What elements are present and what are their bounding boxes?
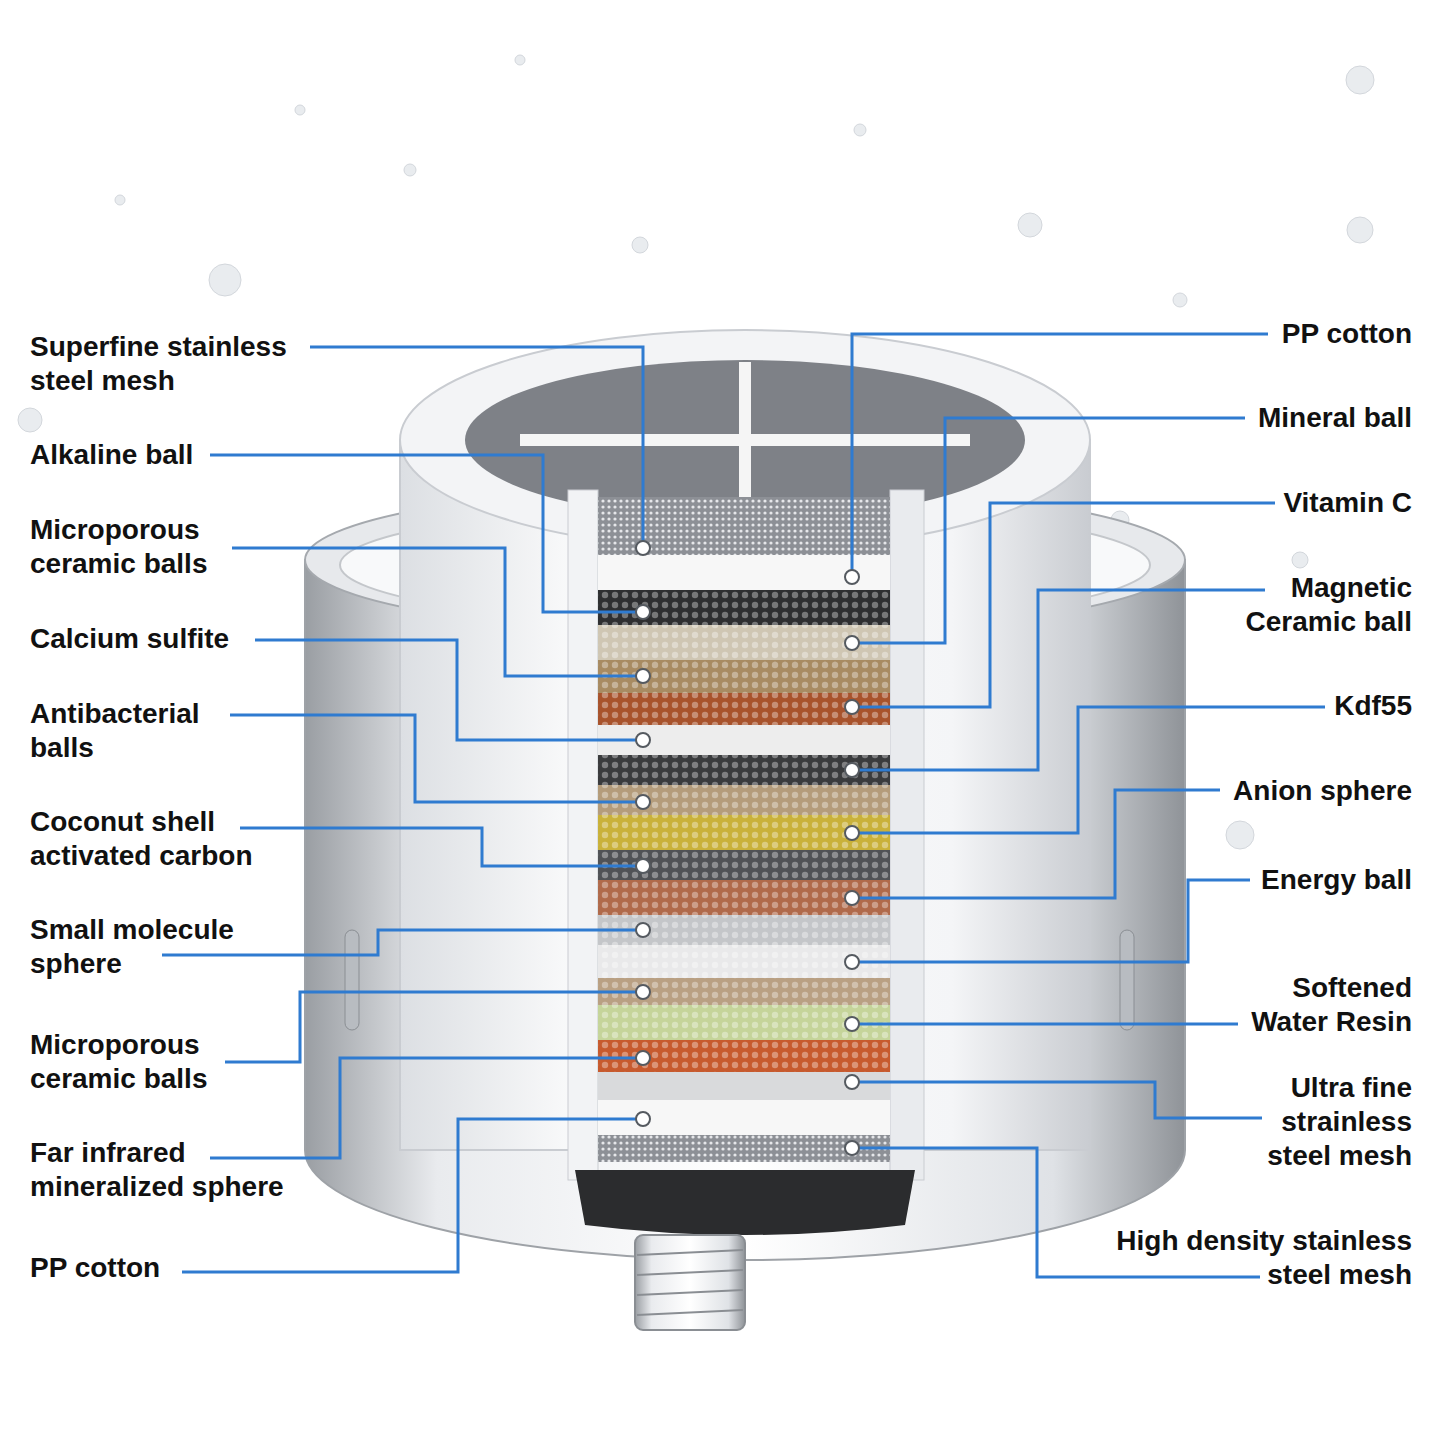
droplet <box>1173 293 1187 307</box>
thread <box>637 1290 743 1295</box>
leader-line <box>852 503 1275 707</box>
part-label: Ultra fine strainless steel mesh <box>1247 1071 1412 1173</box>
bead-texture <box>598 660 890 725</box>
leader-line <box>852 418 1245 643</box>
part-label: Vitamin C <box>1112 486 1412 520</box>
layer-dense-mesh <box>598 1135 890 1162</box>
cutaway-wall <box>890 490 924 1180</box>
leader-dot <box>636 795 650 809</box>
leader-line <box>240 828 643 866</box>
leader-line <box>210 455 643 612</box>
leader-dots <box>636 541 859 1155</box>
leader-line <box>852 1082 1262 1118</box>
leader-line <box>852 790 1220 898</box>
leader-dot <box>636 669 650 683</box>
droplet <box>404 164 416 176</box>
droplet <box>854 124 866 136</box>
layer-fine-mesh <box>598 1072 890 1100</box>
part-label: Microporous ceramic balls <box>30 1028 235 1096</box>
leader-line <box>310 347 643 548</box>
droplet <box>209 264 241 296</box>
cross-bar <box>520 434 970 446</box>
slot <box>1120 930 1134 1030</box>
part-label: Energy ball <box>1112 863 1412 897</box>
leader-dot <box>636 1051 650 1065</box>
leader-line <box>232 548 643 676</box>
leader-dot <box>845 891 859 905</box>
part-label: Anion sphere <box>1112 774 1412 808</box>
leader-line <box>225 992 643 1062</box>
part-label: Kdf55 <box>1112 689 1412 723</box>
part-label: High density stainless steel mesh <box>1107 1224 1412 1292</box>
slot <box>345 930 359 1030</box>
thread-fitting <box>635 1235 745 1330</box>
layer-calcium <box>598 725 890 755</box>
bottom-cup <box>575 1170 915 1235</box>
part-label: Far infrared mineralized sphere <box>30 1136 310 1204</box>
bead-texture <box>598 915 890 1072</box>
leader-dot <box>845 1017 859 1031</box>
droplet <box>1347 217 1373 243</box>
part-label: Antibacterial balls <box>30 697 230 765</box>
part-label: Superfine stainless steel mesh <box>30 330 320 398</box>
leader-dot <box>845 1075 859 1089</box>
leader-line <box>852 1148 1260 1277</box>
leader-dot <box>845 700 859 714</box>
part-label: Coconut shell activated carbon <box>30 805 285 873</box>
droplet <box>1292 552 1308 568</box>
part-label: Small molecule sphere <box>30 913 260 981</box>
leader-line <box>230 715 643 802</box>
part-label: Calcium sulfite <box>30 622 330 656</box>
leader-dot <box>845 763 859 777</box>
part-label: Softened Water Resin <box>1227 971 1412 1039</box>
thread-lines <box>637 1250 743 1315</box>
thread <box>637 1250 743 1255</box>
droplet <box>18 408 42 432</box>
leader-dot <box>636 985 650 999</box>
droplet <box>515 55 525 65</box>
bead-texture <box>598 590 890 662</box>
leader-line <box>852 590 1265 770</box>
leader-dot <box>845 826 859 840</box>
droplet <box>1018 213 1042 237</box>
part-label: Microporous ceramic balls <box>30 513 235 581</box>
leader-line <box>852 880 1250 962</box>
leader-dot <box>636 733 650 747</box>
layer-pp-cotton <box>598 555 890 590</box>
part-label: Magnetic Ceramic ball <box>1222 571 1412 639</box>
leader-dot <box>845 636 859 650</box>
leader-line <box>852 1023 1238 1026</box>
droplet <box>1346 66 1374 94</box>
part-label: Mineral ball <box>1112 401 1412 435</box>
droplet <box>1226 821 1254 849</box>
top-mesh <box>465 360 1025 520</box>
leader-dot <box>845 955 859 969</box>
leader-line <box>852 707 1325 833</box>
leader-dot <box>636 859 650 873</box>
leader-dot <box>845 1141 859 1155</box>
droplet <box>295 105 305 115</box>
leader-dot <box>636 1112 650 1126</box>
leader-line <box>162 930 643 955</box>
cutaway-wall <box>568 490 598 1180</box>
droplet <box>632 237 648 253</box>
leader-dot <box>636 923 650 937</box>
bead-texture <box>598 755 890 915</box>
leader-lines <box>162 334 1325 1277</box>
leader-dot <box>636 605 650 619</box>
leader-line <box>852 334 1268 577</box>
droplet <box>115 195 125 205</box>
part-label: PP cotton <box>1112 317 1412 351</box>
leader-dot <box>636 541 650 555</box>
leader-line <box>210 1058 643 1158</box>
leader-line <box>255 640 643 740</box>
leader-dot <box>845 570 859 584</box>
thread <box>637 1310 743 1315</box>
part-label: PP cotton <box>30 1251 330 1285</box>
part-label: Alkaline ball <box>30 438 330 472</box>
thread <box>637 1270 743 1275</box>
layer-pp-cotton <box>598 1100 890 1135</box>
filter-layers <box>598 497 890 1162</box>
